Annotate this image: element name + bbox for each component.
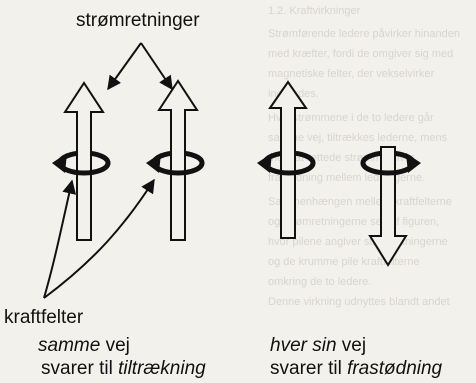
label-same-direction: samme vej	[38, 335, 130, 357]
label-current-directions: strømretninger	[76, 10, 200, 31]
bg-line: 1.2. Kraftvirkninger	[268, 5, 361, 17]
callout-line-current-left	[107, 42, 142, 91]
conductor-segment	[78, 148, 90, 163]
callout-line-force-right	[43, 178, 155, 299]
rotation-arrowhead	[406, 153, 421, 173]
bg-line: magnetiske felter, der vekselvirker	[268, 68, 435, 80]
bg-line: Strømførende ledere påvirker hinanden	[268, 28, 460, 40]
conductor-segment	[76, 148, 92, 163]
conductor-segment	[282, 148, 294, 163]
bg-line: med kræfter, fordi de omgiver sig med	[268, 48, 453, 60]
conductor-segment	[280, 148, 296, 163]
opposite-answer-effect: frastødning	[347, 358, 443, 379]
same-direction-word: samme	[38, 335, 101, 356]
same-direction-rest: vej	[100, 335, 130, 356]
conductor-segment	[380, 148, 396, 163]
rotation-arrowhead	[146, 153, 161, 173]
bg-line: omkring de to ledere.	[268, 276, 371, 288]
opposite-direction-rest: vej	[336, 335, 367, 356]
bg-line: Sammenhængen mellem kraftfelterne	[268, 196, 452, 208]
bg-line: og strømretningerne ses af figuren,	[268, 216, 439, 228]
conductor-segment	[172, 148, 184, 163]
conductor-segment	[382, 148, 394, 163]
conductor-segment	[170, 148, 186, 163]
callout-line-current-right	[140, 42, 173, 91]
bg-line: og de krumme pile kraftfelterne	[268, 256, 420, 268]
background-text: 1.2. Kraftvirkninger Strømførende ledere…	[268, 5, 460, 308]
label-force-fields: kraftfelter	[4, 307, 84, 328]
label-same-answer: svarer til tiltrækning	[41, 358, 206, 380]
bg-line: Hvis strømmene i de to ledere går	[268, 112, 434, 124]
opposite-answer-prefix: svarer til	[270, 358, 348, 379]
rotation-arrowhead	[52, 153, 67, 173]
rotation-arrowhead	[257, 153, 272, 173]
callout-line-force-left	[43, 179, 77, 299]
same-answer-prefix: svarer til	[41, 358, 119, 379]
bg-line: Denne virkning udnyttes blandt andet	[268, 296, 450, 308]
label-opposite-answer: svarer til frastødning	[270, 358, 442, 380]
bg-line: samme vej, tiltrækkes lederne, mens	[268, 132, 448, 144]
opposite-direction-word: hver sin	[270, 335, 337, 356]
label-opposite-direction: hver sin vej	[270, 335, 366, 357]
same-answer-effect: tiltrækning	[118, 358, 206, 379]
